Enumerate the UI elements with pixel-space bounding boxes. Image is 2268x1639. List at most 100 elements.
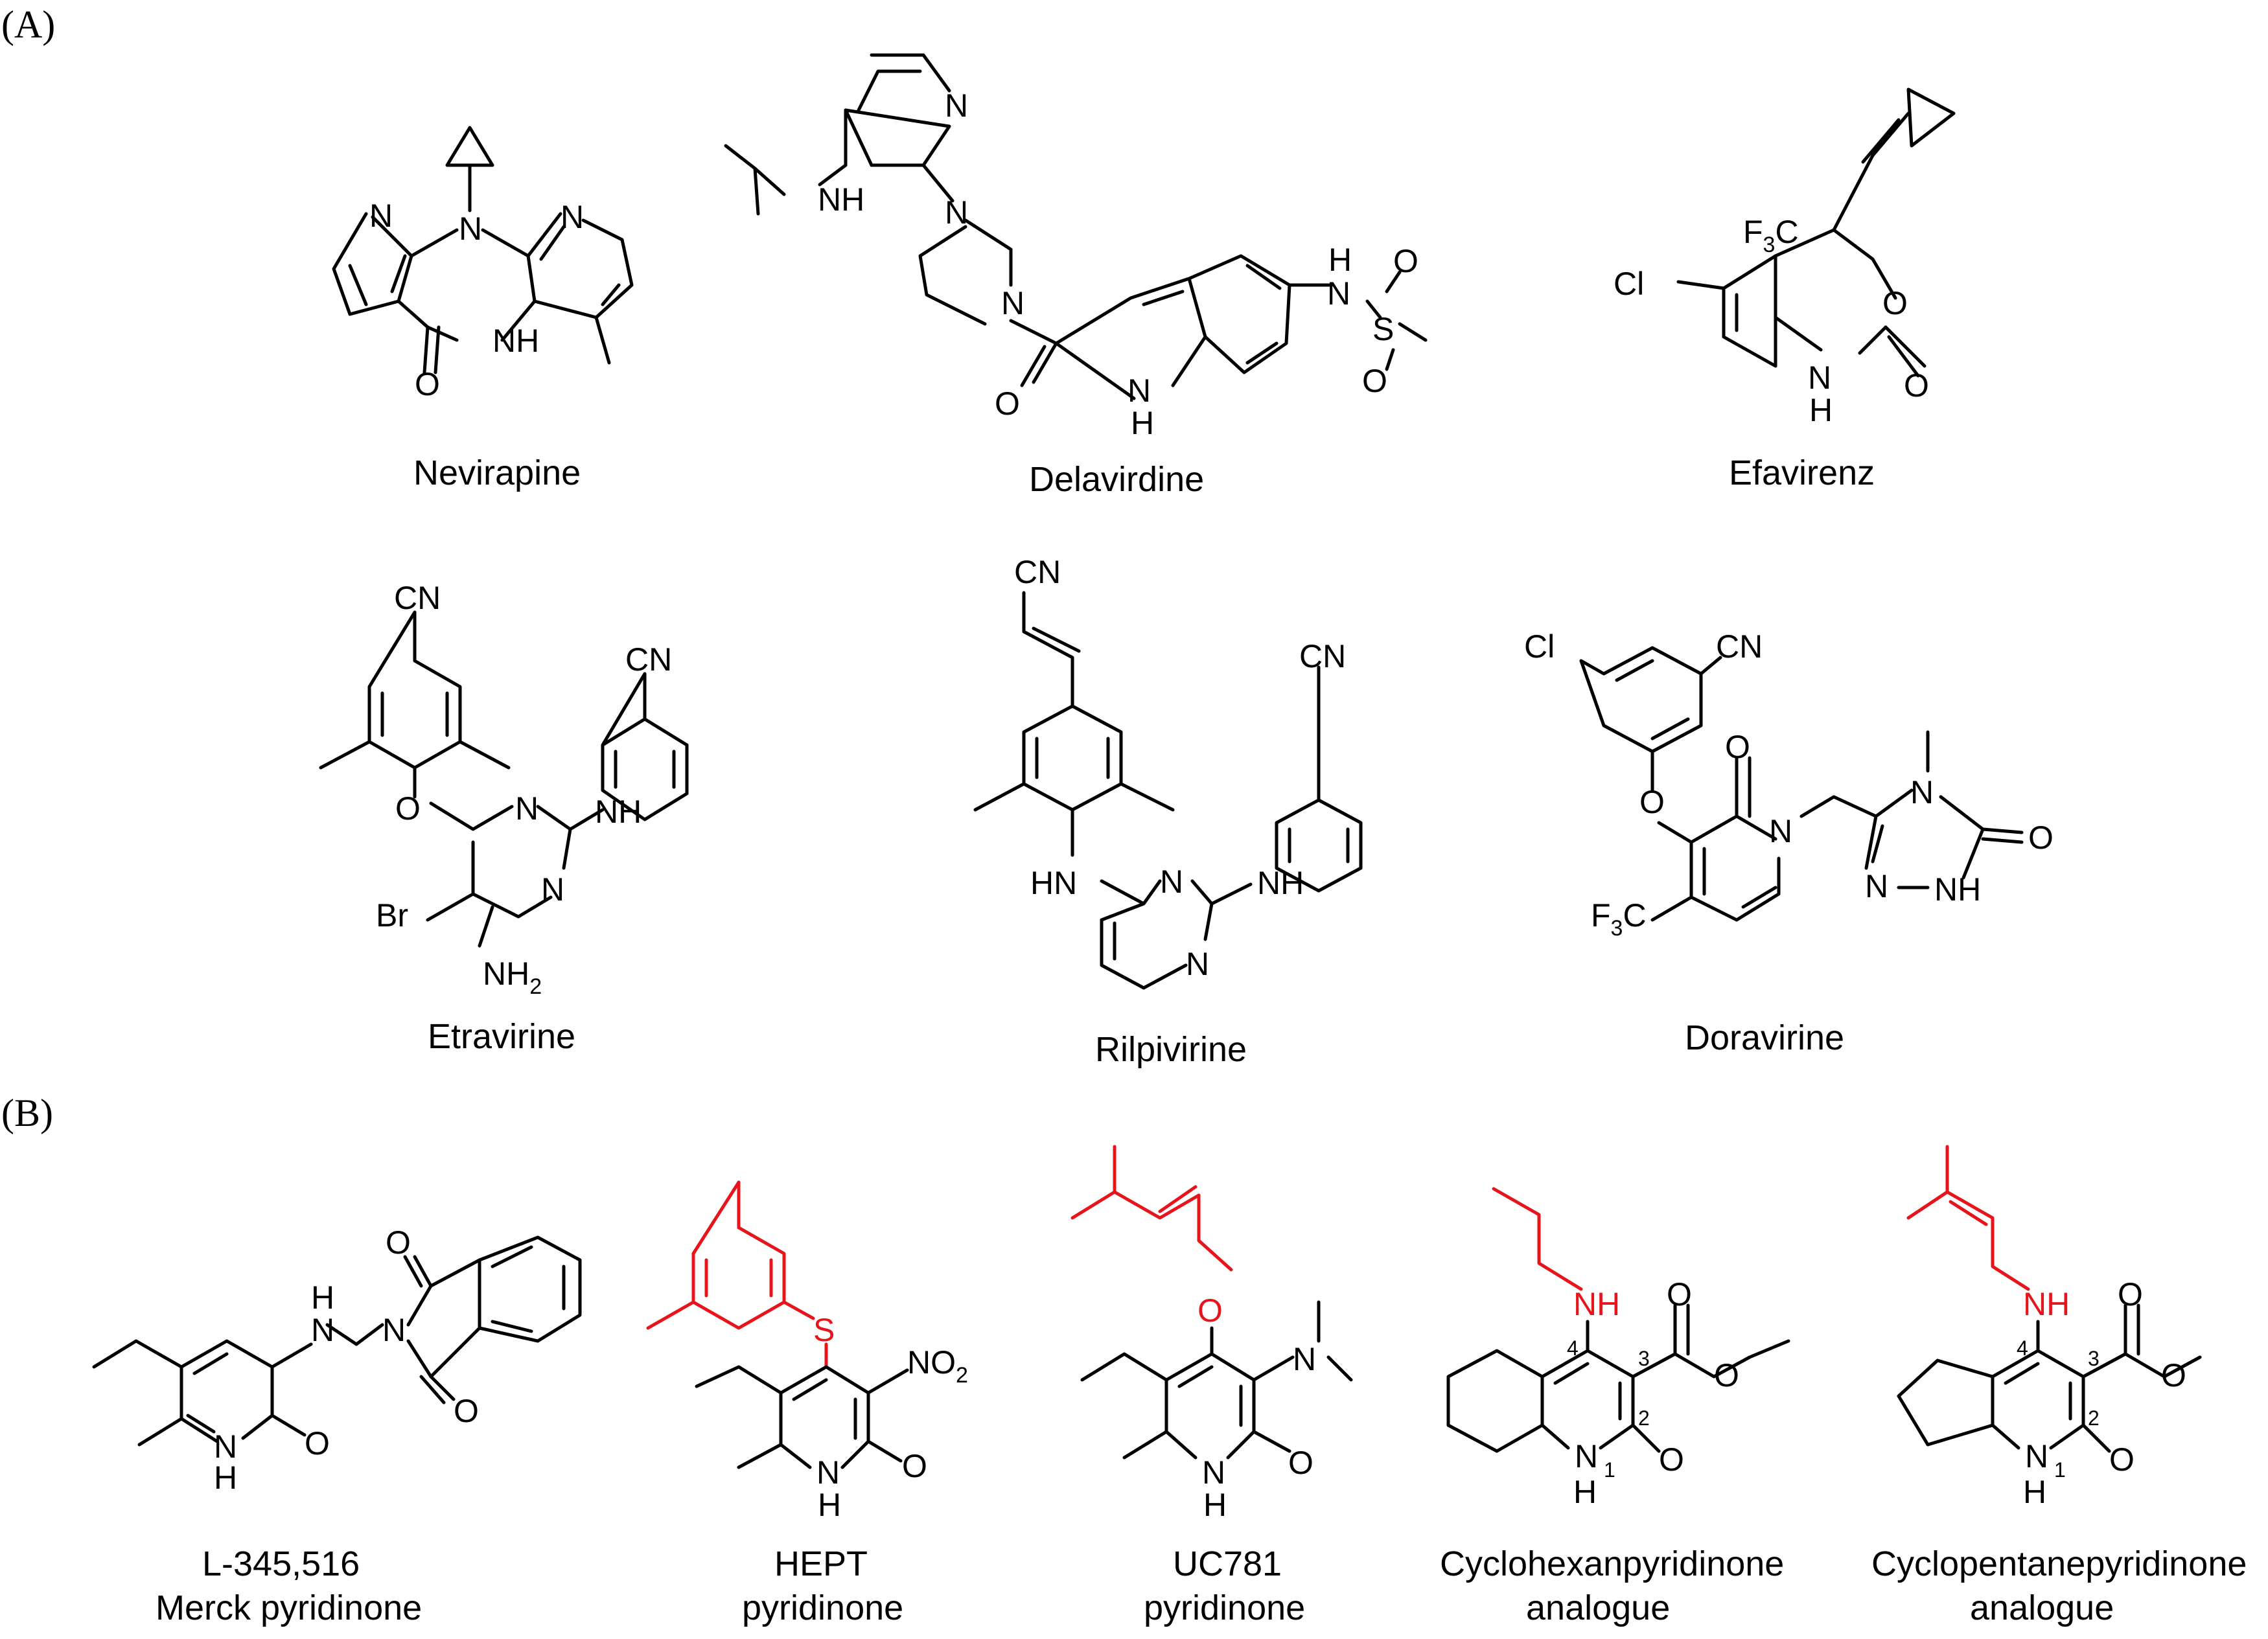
atom-nh: NH	[818, 181, 864, 218]
atom-o: O	[1639, 784, 1665, 820]
atom-s: S	[813, 1312, 835, 1348]
atom-o: O	[1904, 367, 1929, 404]
atom-f3c: F3C	[1591, 897, 1647, 941]
atom-o: O	[395, 790, 421, 827]
ring-position-1: 1	[1604, 1458, 1615, 1482]
atom-n: N	[369, 198, 393, 234]
atom-nh: NH	[1573, 1286, 1620, 1322]
atom-o: O	[1725, 729, 1750, 765]
structure-rilpivirine: CN HN N N NH CN Rilpivirine	[973, 554, 1363, 1069]
atom-nh: NH	[1934, 871, 1981, 908]
atom-br: Br	[376, 897, 408, 934]
atom-cn: CN	[1014, 554, 1061, 590]
atom-o: O	[1667, 1276, 1692, 1312]
atom-s: S	[1372, 311, 1394, 347]
ring-position-2: 2	[1638, 1406, 1650, 1430]
atom-nh: N	[816, 1454, 840, 1491]
atom-n: N	[1293, 1341, 1316, 1377]
atom-h: H	[1809, 392, 1833, 428]
compound-name-etravirine: Etravirine	[428, 1017, 575, 1056]
atom-cn: CN	[1299, 638, 1346, 674]
atom-n: N	[515, 790, 538, 827]
ring-position-1: 1	[2054, 1458, 2066, 1482]
atom-o: O	[2028, 820, 2054, 856]
structure-doravirine: Cl CN O O N F3C N N NH O Doravirine	[1524, 628, 2054, 1057]
compound-name-efavirenz: Efavirenz	[1729, 453, 1875, 492]
structure-etravirine: CN O N N Br NH2 NH CN Etravirine	[319, 580, 689, 1056]
atom-o: O	[1714, 1357, 1739, 1393]
atom-n: N	[541, 871, 564, 908]
compound-name-uc781-2: pyridinone	[1144, 1588, 1305, 1627]
atom-n: N	[945, 87, 968, 124]
structure-cyclohexanpyridinone: NH O O O N H 1 2 3 4 Cyclohexanpyridinon…	[1440, 1187, 1790, 1627]
ring-position-4: 4	[1567, 1336, 1579, 1360]
atom-n: N	[945, 194, 968, 231]
atom-h: H	[1203, 1487, 1227, 1523]
structure-uc781-pyridinone: O N N H O UC781 pyridinone	[1070, 1145, 1353, 1627]
atom-cn: CN	[1716, 628, 1763, 665]
atom-h: H	[818, 1487, 841, 1523]
atom-n: N	[1327, 275, 1350, 312]
compound-name-rilpivirine: Rilpivirine	[1095, 1030, 1247, 1069]
structure-merck-pyridinone: N H O H N N O O L-345,516 Merck pyridino…	[92, 1224, 582, 1627]
atom-o: O	[1288, 1445, 1313, 1481]
atom-n: N	[1001, 285, 1024, 321]
compound-name-cyclopent-1: Cyclopentanepyridinone	[1871, 1544, 2247, 1583]
compound-name-cyclohex-2: analogue	[1526, 1588, 1670, 1627]
structure-efavirenz: F3C Cl O N H O Efavirenz	[1614, 87, 1956, 492]
structure-cyclopentanepyridinone: NH O O O N H 1 2 3 4 Cyclopentanepyridin…	[1871, 1145, 2247, 1627]
compound-name-doravirine: Doravirine	[1685, 1018, 1844, 1057]
atom-h: H	[311, 1279, 334, 1316]
atom-o: O	[305, 1425, 330, 1461]
panel-label-b: (B)	[1, 1092, 53, 1134]
atom-h: H	[1131, 405, 1154, 441]
compound-name-cyclopent-2: analogue	[1970, 1588, 2114, 1627]
atom-nh: N	[1202, 1454, 1225, 1491]
atom-cl: Cl	[1614, 266, 1644, 302]
compound-name-hept-1: HEPT	[774, 1544, 868, 1583]
structure-delavirdine: NH N N N O N H H N S O O Delavirdine	[724, 53, 1428, 499]
ring-position-3: 3	[1638, 1347, 1650, 1370]
structure-hept-pyridinone: S NO2 N H O HEPT pyridinone	[646, 1180, 968, 1627]
atom-o: O	[995, 385, 1020, 422]
atom-nh2: NH2	[483, 956, 542, 999]
atom-o: O	[2118, 1276, 2143, 1312]
atom-cl: Cl	[1524, 628, 1555, 665]
atom-h: H	[214, 1460, 237, 1496]
atom-hn: HN	[1030, 865, 1077, 901]
atom-o: O	[2161, 1357, 2186, 1393]
panel-label-a: (A)	[1, 3, 55, 46]
ring-position-2: 2	[2088, 1406, 2100, 1430]
compound-name-nevirapine: Nevirapine	[413, 453, 581, 492]
atom-nh: N	[2025, 1438, 2048, 1474]
atom-nh: N	[1808, 360, 1831, 396]
structure-nevirapine: N N N NH O Nevirapine	[332, 126, 634, 492]
ring-position-3: 3	[2088, 1347, 2100, 1370]
atom-nh: NH	[492, 323, 539, 359]
atom-h: H	[2023, 1474, 2046, 1510]
atom-n: N	[1769, 813, 1792, 849]
atom-h: H	[1328, 242, 1352, 278]
ring-position-4: 4	[2017, 1336, 2028, 1360]
atom-o: O	[1362, 363, 1387, 399]
atom-n: N	[459, 211, 482, 247]
atom-no2: NO2	[907, 1344, 968, 1388]
atom-n: N	[1910, 774, 1934, 810]
atom-h: H	[1573, 1474, 1597, 1510]
atom-o: O	[1198, 1292, 1223, 1329]
compound-name-hept-2: pyridinone	[742, 1588, 903, 1627]
compound-name-merck-1: L-345,516	[202, 1544, 360, 1583]
atom-n: N	[1186, 946, 1209, 982]
atom-n: N	[1160, 864, 1183, 900]
atom-o: O	[454, 1393, 479, 1429]
compound-name-cyclohex-1: Cyclohexanpyridinone	[1440, 1544, 1784, 1583]
atom-nh: NH	[2023, 1286, 2070, 1322]
atom-o: O	[1393, 243, 1418, 279]
atom-cn: CN	[625, 641, 672, 678]
atom-o: O	[1882, 285, 1908, 321]
atom-nh: N	[1575, 1438, 1598, 1474]
atom-o: O	[1659, 1441, 1684, 1478]
compound-name-delavirdine: Delavirdine	[1029, 460, 1204, 499]
atom-n: N	[311, 1312, 334, 1348]
